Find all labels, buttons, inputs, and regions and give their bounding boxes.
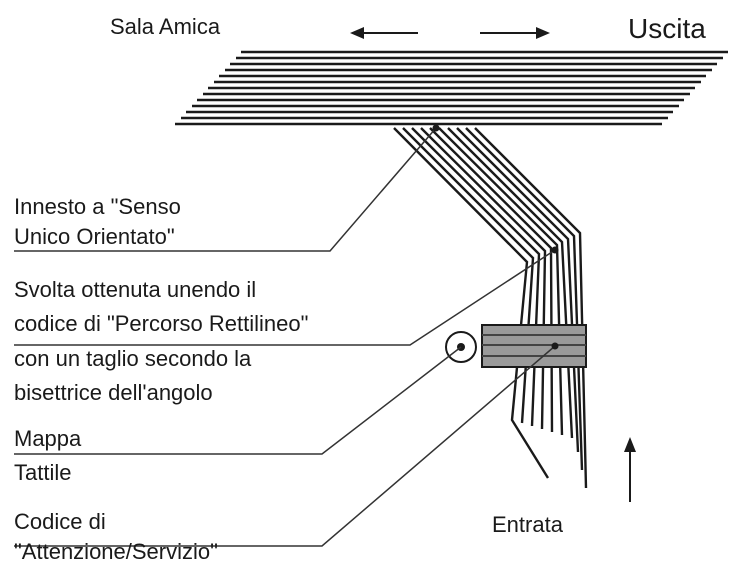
up-arrow-icon xyxy=(624,437,636,502)
uscita-label: Uscita xyxy=(628,13,706,44)
left-arrow-icon xyxy=(350,27,418,39)
attention-code-block xyxy=(481,324,587,368)
entrata-label: Entrata xyxy=(492,512,563,537)
tactile-map-callout-line2: Tattile xyxy=(14,460,72,485)
attention-code-callout-line2: "Attenzione/Servizio" xyxy=(14,539,218,564)
branch-path xyxy=(393,127,588,489)
turn-callout-line3: con un taglio secondo la xyxy=(14,346,252,371)
callout-leaders xyxy=(14,127,556,547)
tactile-map-callout-line1: Mappa xyxy=(14,426,82,451)
sala-amica-label: Sala Amica xyxy=(110,14,221,39)
attention-code-callout-line1: Codice di xyxy=(14,509,106,534)
turn-callout-line4: bisettrice dell'angolo xyxy=(14,380,213,405)
main-corridor-path xyxy=(175,50,728,126)
turn-callout-line1: Svolta ottenuta unendo il xyxy=(14,277,257,302)
junction-callout-line1: Innesto a "Senso xyxy=(14,194,181,219)
turn-callout-line2: codice di "Percorso Rettilineo" xyxy=(14,311,309,336)
callout-dots xyxy=(432,124,559,350)
junction-callout-line2: Unico Orientato" xyxy=(14,224,175,249)
right-arrow-icon xyxy=(480,27,550,39)
